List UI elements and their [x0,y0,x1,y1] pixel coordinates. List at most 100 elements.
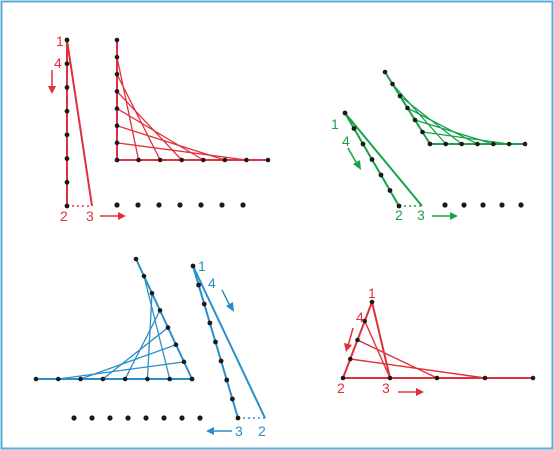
dot [179,157,185,163]
dot [518,202,524,208]
label-3: 3 [382,380,390,396]
dot [196,282,202,288]
dot [396,203,402,209]
dot [64,179,70,185]
dot [491,141,496,147]
curve-stitch-blue [33,256,195,382]
dot [145,376,150,382]
dot [427,141,433,147]
dot [157,157,163,163]
dot [107,415,113,421]
dot [244,157,249,163]
dot [149,290,155,296]
dot [64,85,70,90]
down-arrow-icon [344,327,354,352]
dot [387,188,393,193]
dot [390,81,395,87]
panel-top-left: 1 4 2 3 [48,33,271,224]
dot [360,141,366,147]
dot [33,376,39,382]
dot [222,157,228,163]
dot [122,376,128,382]
dot [173,342,179,348]
dot [133,256,139,262]
stitch-line [116,57,140,161]
dot [114,89,120,94]
panel-bottom-right: 1 4 2 3 [337,285,536,396]
dot [265,157,271,163]
dot [100,376,106,382]
strip-line [344,112,423,207]
dot [64,108,70,114]
dot [190,263,196,269]
dot [219,202,225,208]
stitch-line [392,83,447,145]
dot [362,318,368,324]
dot [382,69,388,75]
dot [218,358,224,364]
strip-dots [342,110,402,209]
label-1: 1 [331,116,339,132]
dot [412,117,418,123]
dot [443,141,449,147]
stitch-line [116,142,247,161]
label-4: 4 [356,309,364,325]
down-arrow-icon [347,147,361,170]
dot [136,157,141,163]
dot [114,140,120,146]
strip-line [192,265,266,419]
dot [378,172,384,178]
dot [420,129,425,135]
dot [342,110,348,116]
down-arrow-icon [48,70,56,94]
label-1: 1 [198,258,206,274]
dot [198,202,204,208]
dot [240,202,246,208]
dot [522,141,528,147]
label-1: 1 [368,285,376,301]
dot [64,37,70,43]
dot [347,356,353,362]
dot [200,157,206,163]
stitch-line [80,344,177,380]
dot [397,93,403,99]
left-arrow-icon [206,427,232,435]
dot [405,105,410,111]
strip-line [66,39,93,207]
dot [475,141,480,147]
dot [114,71,120,77]
stitch-line [116,90,183,161]
dot [179,415,185,421]
dot [201,301,207,307]
label-3: 3 [86,208,94,224]
dot [125,415,131,421]
dot [161,415,167,421]
right-arrow-icon [432,212,458,220]
dot [213,339,218,345]
stitch-line [350,358,486,379]
curve-stitch-red [114,37,271,163]
strip-dots [64,37,70,209]
dot [64,203,70,209]
label-4: 4 [342,133,350,149]
dot-row [442,202,524,208]
dot [355,337,360,343]
dot [64,132,70,138]
dot [64,61,70,67]
stitch-line [102,327,169,380]
dot [351,126,357,131]
apex-line-right [371,301,391,379]
panel-bottom-left: 1 4 3 2 [33,256,266,439]
dot [207,320,213,326]
label-2: 2 [258,423,266,439]
label-4: 4 [54,55,62,71]
dot [181,359,187,365]
dot [89,415,95,421]
curve-stitch-green [382,69,528,147]
dot [114,123,120,129]
dot [480,202,486,208]
dot [114,37,120,43]
dot [369,299,375,305]
dot [167,376,173,382]
